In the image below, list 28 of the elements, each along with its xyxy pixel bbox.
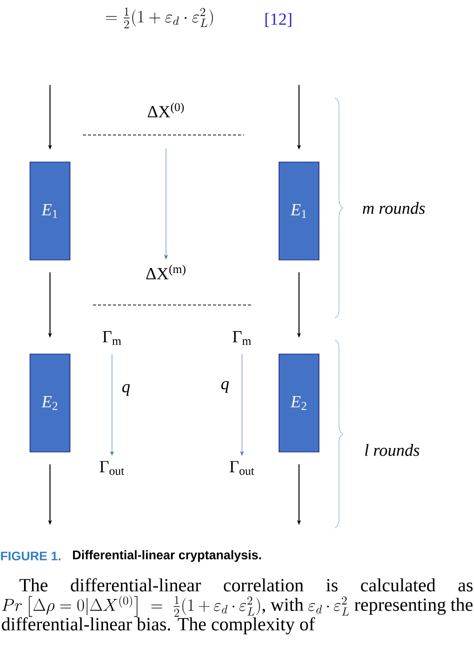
variable-label: Γ$_{m}$ <box>232 331 252 345</box>
process-box: E$_{2}$ <box>278 354 320 452</box>
edge-label: q <box>220 380 230 394</box>
variable-label: ΔX$^{(m)}$ <box>146 264 186 280</box>
edge-label: q <box>120 383 132 397</box>
reference-number: [12] <box>265 12 292 28</box>
label: representing the <box>354 598 473 615</box>
variable-label: Γ$_{out}$ <box>100 461 124 475</box>
label: , with <box>262 598 304 614</box>
variable-label: Γ$_{out}$ <box>230 461 254 475</box>
caption: Differential-linear cryptanalysis. <box>73 550 261 562</box>
process-box: E$_{1}$ <box>30 162 70 260</box>
variable-label: ΔX$^{(0)}$ <box>148 102 184 118</box>
arrow <box>240 354 244 456</box>
label: differential-linear bias. The complexity of <box>2 617 315 634</box>
arrow <box>110 354 114 456</box>
equation: $= \frac{1}{2}(1+\varepsilon_d\cdot\varepsilon_L^2)$ <box>106 8 213 28</box>
paragraph: The differential-linear correlation is calculated as $Pr\left[\Delta\rho=0|\Delta X^{(0)}\right] \;=\; \tfrac{1}{2}(1+\varepsilon_d\cdot\varepsilon_L^2)$, with $\varepsilon_d\cdot\varepsilon_L^2$ representing the differential-linear bias. The complexity of <box>2 578 473 634</box>
process-box: E$_{2}$ <box>30 354 70 452</box>
arrow <box>164 148 168 260</box>
brace-label: l rounds <box>365 444 420 456</box>
label: $\varepsilon_d\cdot\varepsilon_L^2$ <box>308 596 349 616</box>
process-box: E$_{1}$ <box>278 162 320 260</box>
variable-label: Γ$_{m}$ <box>102 331 122 345</box>
figure-number: FIGURE 1. <box>1 552 60 560</box>
brace-label: m rounds <box>362 202 425 214</box>
label: The differential-linear correlation is calculated as <box>20 578 473 592</box>
label: $Pr\left[\Delta\rho=0|\Delta X^{(0)}\right] \;=\; \tfrac{1}{2}(1+\varepsilon_d\cdot\varepsilon_L^2)$ <box>2 596 260 617</box>
